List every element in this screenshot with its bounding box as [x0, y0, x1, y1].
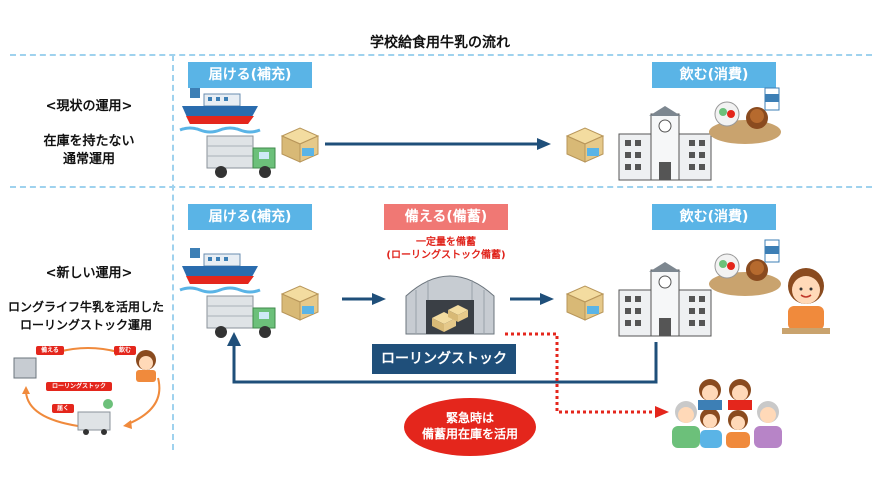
- school-icon: [618, 106, 712, 181]
- emergency-callout: 緊急時は 備蓄用在庫を活用: [404, 398, 536, 456]
- current-flow-arrow: [325, 138, 551, 150]
- new-deliver-tag: 届ける(補充): [188, 204, 312, 230]
- new-heading: <新しい運用>: [45, 266, 133, 281]
- truck-icon: [206, 295, 276, 338]
- ship-icon: [179, 248, 261, 294]
- current-desc-line1: 在庫を持たない: [43, 134, 135, 149]
- milk-crate-icon: [565, 127, 605, 163]
- mini-cycle-illustration: [13, 347, 161, 435]
- truck-icon: [206, 135, 276, 178]
- middle-divider: [10, 186, 872, 188]
- warehouse-icon: [405, 275, 495, 335]
- mini-prepare-label: 備える: [36, 346, 64, 355]
- emergency-line2: 備蓄用在庫を活用: [421, 427, 518, 441]
- diagram-title: 学校給食用牛乳の流れ: [370, 35, 510, 51]
- rolling-stock-loop-arrow: [227, 332, 658, 384]
- deliver-to-stock-arrow: [342, 293, 386, 305]
- mini-drink-label: 飲む: [114, 346, 136, 355]
- mini-deliver-label: 届く: [52, 404, 74, 413]
- current-heading: <現状の運用>: [45, 99, 133, 114]
- top-divider: [10, 54, 872, 56]
- emergency-line1: 緊急時は: [445, 411, 494, 425]
- rolling-stock-label: ローリングストック: [372, 344, 516, 374]
- current-consume-tag: 飲む(消費): [652, 62, 776, 88]
- school-icon: [618, 262, 712, 337]
- milk-crate-icon: [280, 127, 320, 163]
- new-desc-line1: ロングライフ牛乳を活用した: [7, 300, 164, 314]
- vertical-divider: [172, 55, 174, 450]
- family-group-icon: [672, 379, 782, 448]
- mini-center-label: ローリングストック: [46, 382, 112, 391]
- new-stock-tag: 備える(備蓄): [384, 204, 508, 230]
- stock-note-line2: (ローリングストック備蓄): [386, 250, 506, 261]
- current-deliver-tag: 届ける(補充): [188, 62, 312, 88]
- milk-crate-icon: [565, 285, 605, 321]
- current-desc-line2: 通常運用: [62, 152, 115, 167]
- ship-icon: [179, 88, 261, 134]
- emergency-dotted-arrow: [505, 332, 669, 418]
- stock-note-line1: 一定量を備蓄: [416, 237, 476, 248]
- new-desc-line2: ローリングストック運用: [19, 318, 152, 332]
- school-lunch-tray-icon: [709, 239, 781, 296]
- new-consume-tag: 飲む(消費): [652, 204, 776, 230]
- student-icon: [782, 268, 830, 334]
- school-lunch-tray-icon: [709, 87, 781, 144]
- milk-crate-icon: [280, 285, 320, 321]
- stock-to-school-arrow: [510, 293, 554, 305]
